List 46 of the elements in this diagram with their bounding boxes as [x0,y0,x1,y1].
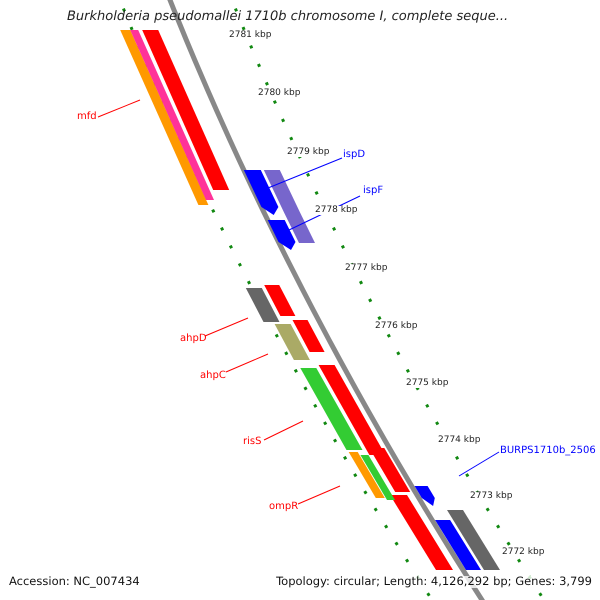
gene-label: ahpC [200,371,226,381]
gene-block [284,212,315,243]
leader-line [226,354,268,372]
scale-label: 2774 kbp [438,436,480,445]
scale-label: 2772 kbp [502,548,544,557]
gene-block [120,30,208,205]
leader-line [458,452,500,476]
scale-label: 2781 kbp [229,31,272,40]
gene-block [274,324,310,360]
gene-block [435,520,481,570]
gene-label: mfd [77,112,97,122]
gene-block [414,486,435,506]
scale-label: 2776 kbp [375,322,418,331]
genome-stats-text: Topology: circular; Length: 4,126,292 bp; Genes: 3,799 [276,576,592,588]
gene-label: risS [243,437,262,447]
gene-block [130,30,214,200]
leader-line [98,100,140,118]
gene-block [268,220,296,250]
gene-block [390,495,453,570]
gene-label: ispF [363,186,384,196]
leader-line [268,158,342,188]
scale-label: 2777 kbp [345,264,388,273]
gene-label: ompR [269,502,298,512]
gene-label: ispD [343,150,366,160]
gene-block [348,452,385,498]
gene-block [447,510,500,570]
leader-line [298,486,340,504]
accession-text: Accession: NC_007434 [9,576,140,588]
gene-block [142,30,230,190]
gene-block [244,170,278,215]
gene-block [246,288,280,322]
scale-label: 2780 kbp [258,89,300,98]
scale-label: 2778 kbp [315,206,358,215]
scale-label: 2779 kbp [287,148,330,157]
scale-label: 2773 kbp [470,492,512,501]
gene-block [292,320,325,352]
scale-label: 2775 kbp [406,379,448,388]
title: Burkholderia pseudomallei 1710b chromosome I, complete seque... [66,8,510,25]
gene-label: BURPS1710b_2506 [500,446,596,456]
leader-line [264,420,304,440]
gene-block [264,170,300,212]
gene-block [300,368,362,450]
leader-line [204,318,248,336]
gene-label: ahpD [180,334,207,344]
gene-block [264,285,296,316]
gene-block [360,455,395,500]
